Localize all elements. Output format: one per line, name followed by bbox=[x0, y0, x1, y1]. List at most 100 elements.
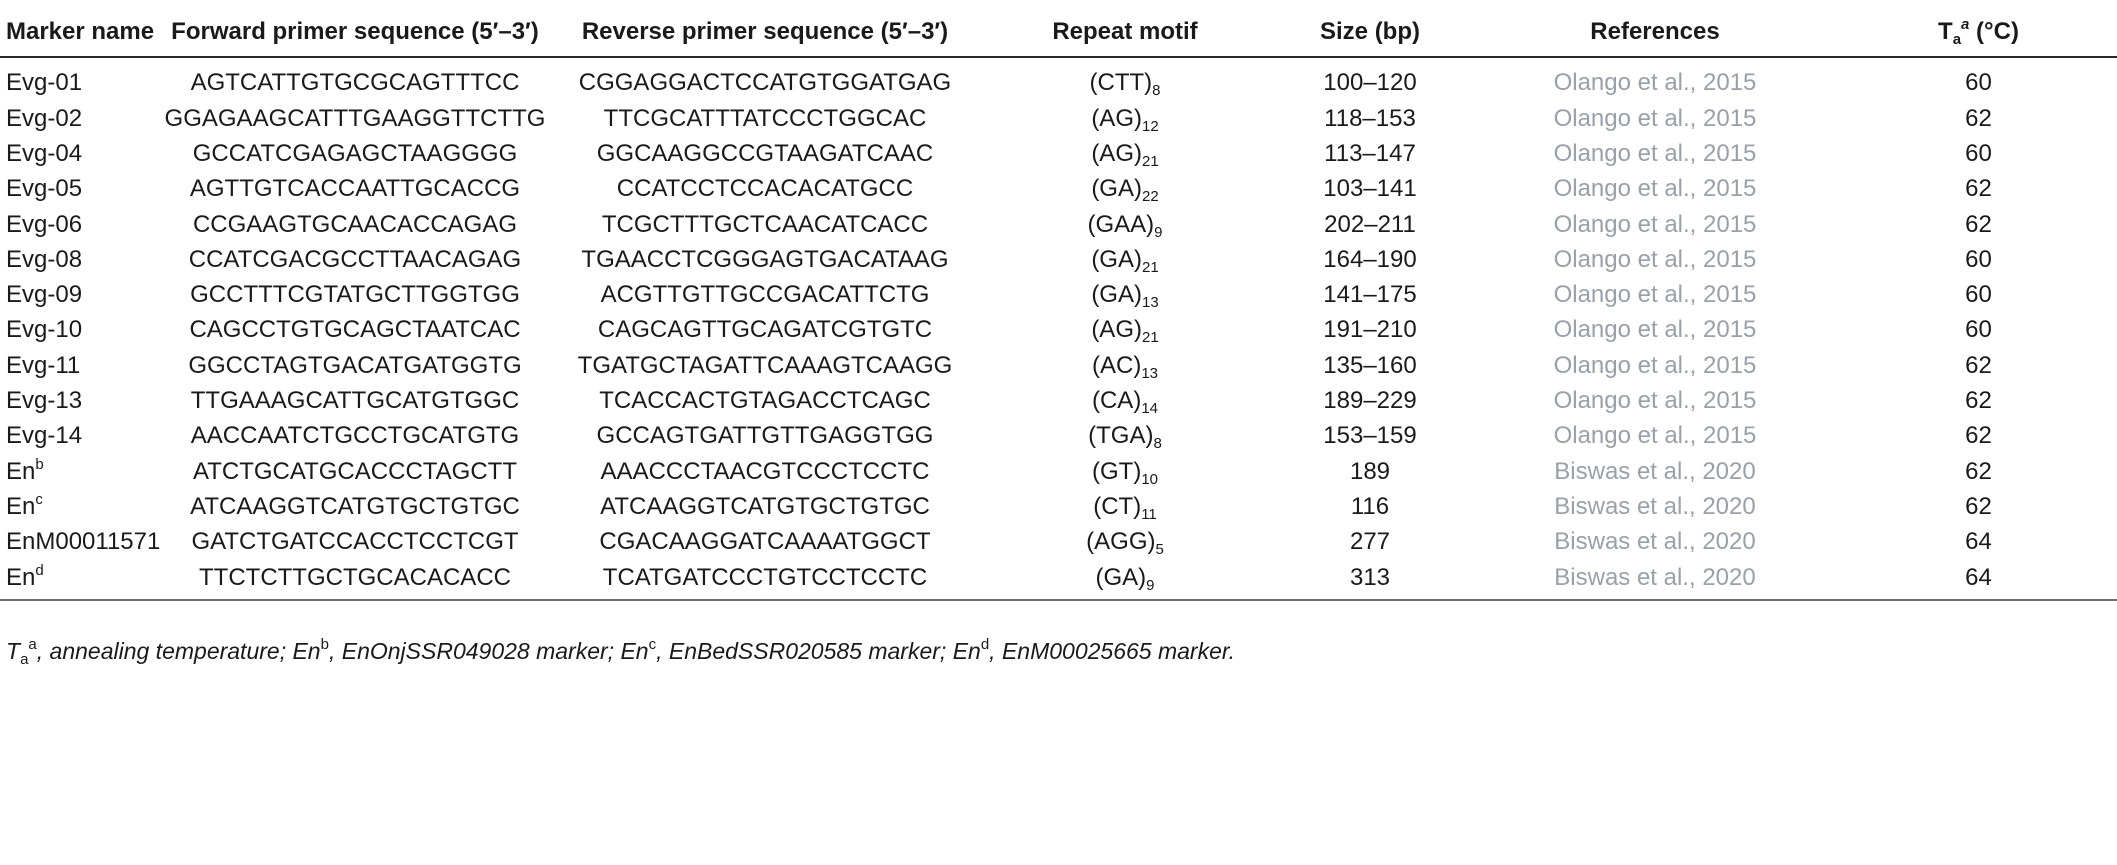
motif-count: 5 bbox=[1155, 541, 1164, 559]
cell-reverse-primer: CGGAGGACTCCATGTGGATGAG bbox=[578, 69, 952, 96]
header-annealing-temp: Taa (°C) bbox=[1840, 8, 2117, 58]
cell-size: 116 bbox=[1350, 492, 1390, 520]
cell-reference: Biswas et al., 2020 bbox=[1554, 457, 1756, 485]
cell-annealing-temp: 60 bbox=[1965, 281, 1992, 309]
cell-reference: Olango et al., 2015 bbox=[1553, 210, 1757, 238]
cell-reference: Olango et al., 2015 bbox=[1553, 175, 1757, 203]
cell-forward-primer: CAGCCTGTGCAGCTAATCAC bbox=[189, 316, 521, 344]
header-size: Size (bp) bbox=[1270, 8, 1470, 58]
motif-unit: (AGG) bbox=[1086, 528, 1156, 556]
cell-annealing-temp: 62 bbox=[1965, 210, 1992, 238]
cell-reverse-primer: TCGCTTTGCTCAACATCACC bbox=[601, 210, 929, 238]
cell-repeat-motif: (CTT)8 bbox=[980, 57, 1270, 101]
header-repeat-motif: Repeat motif bbox=[980, 8, 1270, 58]
marker-name-sup: c bbox=[35, 490, 43, 508]
marker-name: Evg-11 bbox=[6, 351, 81, 379]
cell-forward-primer: ATCTGCATGCACCCTAGCTT bbox=[193, 457, 517, 485]
cell-marker-name: Evg-09 bbox=[0, 277, 160, 312]
cell-size: 135–160 bbox=[1323, 351, 1417, 379]
marker-name: En bbox=[6, 457, 36, 485]
motif-count: 8 bbox=[1153, 435, 1162, 453]
footnote-text-2: , EnOnjSSR049028 marker; bbox=[328, 638, 621, 664]
motif-count: 21 bbox=[1141, 258, 1159, 276]
cell-forward-primer: GATCTGATCCACCTCCTCGT bbox=[191, 528, 519, 556]
cell-reference: Biswas et al., 2020 bbox=[1554, 528, 1756, 556]
cell-marker-name: Evg-02 bbox=[0, 101, 160, 136]
footnote-text-1: , annealing temperature; bbox=[36, 638, 293, 664]
cell-reverse-primer: TTCGCATTTATCCCTGGCAC bbox=[603, 104, 927, 132]
marker-name-sup: b bbox=[35, 455, 44, 473]
footnote-en-b: En bbox=[292, 638, 321, 664]
cell-repeat-motif: (AC)13 bbox=[980, 348, 1270, 383]
marker-name: EnM00011571 bbox=[6, 528, 161, 556]
motif-unit: (AC) bbox=[1091, 351, 1142, 379]
motif-unit: (CT) bbox=[1093, 492, 1142, 520]
cell-repeat-motif: (CT)11 bbox=[980, 489, 1270, 524]
cell-repeat-motif: (GA)21 bbox=[980, 242, 1270, 277]
cell-repeat-motif: (AGG)5 bbox=[980, 525, 1270, 560]
cell-reference: Olango et al., 2015 bbox=[1553, 69, 1757, 96]
cell-forward-primer: AGTTGTCACCAATTGCACCG bbox=[189, 175, 521, 203]
motif-unit: (AG) bbox=[1091, 104, 1142, 132]
cell-repeat-motif: (GT)10 bbox=[980, 454, 1270, 489]
primer-table: Marker name Forward primer sequence (5′–… bbox=[0, 8, 2117, 595]
cell-repeat-motif: (AG)12 bbox=[980, 101, 1270, 136]
cell-size: 189–229 bbox=[1323, 387, 1417, 415]
cell-repeat-motif: (AG)21 bbox=[980, 313, 1270, 348]
cell-marker-name: Evg-13 bbox=[0, 383, 160, 418]
table-footnote: Taa, annealing temperature; Enb, EnOnjSS… bbox=[6, 637, 1235, 667]
motif-count: 13 bbox=[1141, 294, 1159, 312]
cell-repeat-motif: (GA)22 bbox=[980, 172, 1270, 207]
marker-name: Evg-13 bbox=[6, 387, 83, 415]
motif-count: 14 bbox=[1141, 400, 1158, 418]
cell-size: 313 bbox=[1349, 563, 1391, 591]
cell-reference: Olango et al., 2015 bbox=[1553, 281, 1757, 309]
marker-name: Evg-09 bbox=[6, 281, 83, 309]
header-references: References bbox=[1470, 8, 1840, 58]
motif-unit: (GAA) bbox=[1087, 210, 1155, 238]
cell-forward-primer: CCATCGACGCCTTAACAGAG bbox=[188, 245, 522, 273]
marker-name: Evg-04 bbox=[6, 139, 83, 167]
cell-repeat-motif: (CA)14 bbox=[980, 383, 1270, 418]
cell-reference: Olango et al., 2015 bbox=[1553, 422, 1757, 450]
cell-marker-name: EnM00011571 bbox=[0, 525, 160, 560]
cell-annealing-temp: 62 bbox=[1965, 457, 1992, 485]
motif-count: 10 bbox=[1141, 470, 1158, 488]
cell-marker-name: Evg-11 bbox=[0, 348, 160, 383]
table-header: Marker name Forward primer sequence (5′–… bbox=[0, 8, 2117, 58]
cell-marker-name: Enc bbox=[0, 489, 160, 524]
motif-unit: (GA) bbox=[1095, 563, 1147, 591]
cell-repeat-motif: (AG)21 bbox=[980, 136, 1270, 171]
motif-unit: (AG) bbox=[1091, 316, 1142, 344]
cell-forward-primer: GCCTTTCGTATGCTTGGTGG bbox=[190, 281, 520, 309]
cell-repeat-motif: (GA)9 bbox=[980, 560, 1270, 595]
cell-annealing-temp: 62 bbox=[1965, 492, 1992, 520]
motif-count: 21 bbox=[1141, 329, 1159, 347]
motif-count: 8 bbox=[1152, 82, 1161, 99]
cell-forward-primer: CCGAAGTGCAACACCAGAG bbox=[192, 210, 518, 238]
motif-unit: (GA) bbox=[1091, 245, 1142, 273]
header-ta-base: T bbox=[1938, 18, 1953, 45]
cell-size: 189 bbox=[1349, 457, 1391, 485]
cell-forward-primer: AACCAATCTGCCTGCATGTG bbox=[190, 422, 520, 450]
marker-name: En bbox=[6, 492, 36, 520]
cell-marker-name: Evg-10 bbox=[0, 313, 160, 348]
cell-annealing-temp: 62 bbox=[1965, 422, 1992, 450]
cell-forward-primer: ATCAAGGTCATGTGCTGTGC bbox=[190, 492, 520, 520]
cell-reverse-primer: CGACAAGGATCAAAATGGCT bbox=[599, 528, 931, 556]
cell-reference: Olango et al., 2015 bbox=[1553, 387, 1757, 415]
cell-size: 100–120 bbox=[1323, 69, 1417, 96]
cell-reverse-primer: CCATCCTCCACACATGCC bbox=[616, 175, 914, 203]
footnote-en-c: En bbox=[620, 638, 649, 664]
cell-annealing-temp: 60 bbox=[1965, 316, 1992, 344]
header-reverse-primer: Reverse primer sequence (5′–3′) bbox=[550, 8, 980, 58]
